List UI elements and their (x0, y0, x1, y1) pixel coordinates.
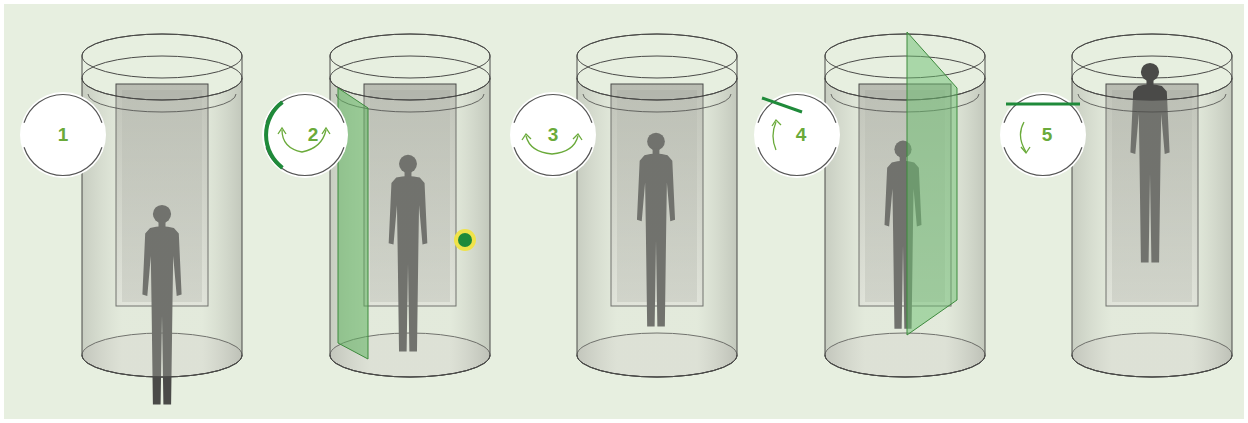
glass-cylinder (577, 78, 737, 377)
rotation-arrow (1021, 147, 1030, 153)
cylinder-rim (1072, 56, 1232, 100)
push-button (458, 233, 472, 247)
booth (330, 34, 490, 377)
badge-rim (1004, 147, 1082, 175)
inner-rim (1078, 94, 1226, 112)
step-number: 5 (1042, 125, 1053, 144)
step-number: 3 (548, 125, 559, 144)
rotation-arrow (322, 128, 330, 134)
booth (82, 34, 242, 404)
push-button-ring (454, 229, 476, 251)
badge-rim (1004, 95, 1082, 123)
inner-rim (583, 94, 731, 112)
badge-rim (758, 147, 836, 175)
door-position-mark (762, 98, 802, 112)
rotation-arrow (773, 122, 776, 150)
cylinder-rim (825, 56, 985, 100)
rotation-arrow (278, 128, 286, 134)
floor-rim (825, 355, 985, 377)
badge-rim (24, 95, 102, 123)
step-badge: 3 (510, 92, 596, 178)
badge-rim (24, 147, 102, 175)
door-position-mark (266, 102, 282, 168)
door-position-mark (1006, 103, 1080, 106)
step-badge: 1 (20, 92, 106, 178)
step-badge: 5 (1000, 92, 1086, 178)
step-number: 2 (308, 125, 319, 144)
glass-cylinder (825, 78, 985, 377)
floor-rim (577, 355, 737, 377)
floor-rim (1072, 355, 1232, 377)
glass-cylinder (82, 78, 242, 377)
glass-cylinder (1072, 78, 1232, 377)
rotation-arrow (282, 130, 326, 152)
booth (1072, 34, 1232, 377)
step-badge: 2 (262, 92, 348, 178)
booth (577, 34, 737, 377)
glass-cylinder (330, 78, 490, 377)
badge-symbols (262, 92, 348, 178)
cylinder-rim (577, 56, 737, 100)
badge-rim (514, 147, 592, 175)
cylinder-rim (82, 56, 242, 100)
rotation-arrow (573, 134, 582, 140)
sliding-door-panel (907, 32, 957, 335)
step-number: 4 (796, 125, 807, 144)
badge-rim (514, 95, 592, 123)
floor-rim (82, 355, 242, 377)
step-number: 1 (58, 125, 69, 144)
badge-rim (758, 95, 836, 123)
rotation-arrow (522, 134, 531, 140)
rotation-arrow (772, 120, 781, 126)
floor-rim (330, 355, 490, 377)
inner-rim (88, 94, 236, 112)
cylinder-rim (330, 56, 490, 100)
step-badge: 4 (754, 92, 840, 178)
booth (825, 32, 985, 377)
